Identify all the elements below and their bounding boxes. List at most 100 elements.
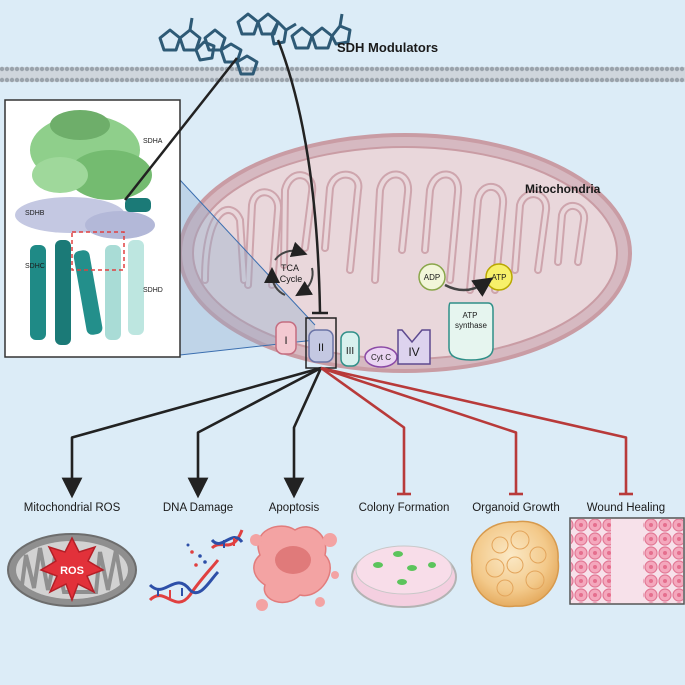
complex-iv-label: IV — [408, 345, 419, 359]
membrane-lipid-head — [579, 77, 585, 83]
membrane-lipid-head — [124, 77, 130, 83]
modulator-inhibit-complex-ii — [276, 39, 322, 313]
membrane-lipid-head — [414, 66, 420, 72]
membrane-lipid-head — [89, 66, 95, 72]
membrane-lipid-head — [629, 66, 635, 72]
membrane-lipid-head — [674, 66, 680, 72]
membrane-lipid-head — [129, 66, 135, 72]
membrane-lipid-head — [94, 77, 100, 83]
membrane-lipid-head — [669, 77, 675, 83]
membrane-lipid-head — [644, 77, 650, 83]
membrane-lipid-head — [169, 66, 175, 72]
membrane-lipid-head — [314, 66, 320, 72]
membrane-lipid-head — [659, 77, 665, 83]
membrane-lipid-head — [679, 77, 685, 83]
outcome-label-5: Organoid Growth — [472, 502, 560, 514]
membrane-lipid-head — [34, 66, 40, 72]
membrane-lipid-head — [544, 77, 550, 83]
membrane-lipid-head — [199, 77, 205, 83]
membrane-lipid-head — [659, 66, 665, 72]
membrane-lipid-head — [339, 77, 345, 83]
modulator-arrow-to-structure — [124, 57, 238, 201]
membrane-lipid-head — [319, 66, 325, 72]
membrane-lipid-head — [69, 77, 75, 83]
membrane-lipid-head — [464, 77, 470, 83]
membrane-lipid-head — [189, 66, 195, 72]
complex-iii-label: III — [346, 346, 354, 357]
complex-i-label: I — [284, 335, 287, 347]
membrane-lipid-head — [389, 66, 395, 72]
membrane-lipid-head — [154, 77, 160, 83]
colony-formation-illustration — [351, 545, 457, 608]
membrane-lipid-head — [354, 66, 360, 72]
membrane-lipid-head — [414, 77, 420, 83]
membrane-lipid-head — [669, 66, 675, 72]
membrane-lipid-head — [19, 66, 25, 72]
membrane-lipid-head — [444, 77, 450, 83]
outcome-labels: Mitochondrial ROS DNA Damage Apoptosis C… — [24, 502, 665, 514]
membrane-lipid-head — [404, 77, 410, 83]
membrane-lipid-head — [474, 77, 480, 83]
membrane-lipid-head — [629, 77, 635, 83]
membrane-lipid-head — [14, 66, 20, 72]
membrane-lipid-head — [484, 66, 490, 72]
atp-synthase-label-line-1: ATP — [462, 311, 477, 320]
membrane-lipid-head — [274, 77, 280, 83]
membrane-lipid-head — [144, 77, 150, 83]
outcome-label-3: Apoptosis — [269, 502, 320, 514]
molecule-2 — [203, 28, 259, 76]
atp-synthase-label-line-2: synthase — [455, 321, 488, 330]
membrane-lipid-head — [54, 77, 60, 83]
membrane-lipid-head — [49, 66, 55, 72]
membrane-lipid-head — [634, 66, 640, 72]
sdh-modulator-molecules — [158, 12, 352, 76]
complex-ii-label: II — [318, 342, 324, 354]
membrane-lipid-head — [624, 77, 630, 83]
membrane-lipid-head — [319, 77, 325, 83]
membrane-lipid-head — [324, 77, 330, 83]
membrane-lipid-head — [269, 66, 275, 72]
ros-label: ROS — [60, 565, 84, 577]
sdhd-label: SDHD — [143, 287, 163, 294]
membrane-lipid-head — [59, 66, 65, 72]
membrane-lipid-head — [289, 66, 295, 72]
cytochrome-c — [364, 346, 398, 368]
membrane-lipid-head — [264, 66, 270, 72]
membrane-lipid-head — [359, 77, 365, 83]
membrane-lipid-head — [29, 66, 35, 72]
membrane-lipid-head — [524, 77, 530, 83]
outcome-arrow-6 — [320, 366, 628, 493]
sdhc-subunit — [30, 198, 151, 345]
membrane-lipid-head — [114, 77, 120, 83]
membrane-lipid-head — [399, 66, 405, 72]
membrane-lipid-head — [139, 77, 145, 83]
membrane-lipid-head — [554, 66, 560, 72]
membrane-lipid-head — [194, 77, 200, 83]
membrane-lipid-head — [174, 66, 180, 72]
membrane-lipid-head — [644, 66, 650, 72]
membrane-lipid-head — [339, 66, 345, 72]
membrane-lipid-head — [484, 77, 490, 83]
organoid-growth-illustration — [470, 520, 560, 608]
membrane-lipid-head — [159, 77, 165, 83]
membrane-lipid-head — [24, 77, 30, 83]
membrane-lipid-head — [399, 77, 405, 83]
membrane-lipid-head — [499, 66, 505, 72]
membrane-lipid-head — [664, 66, 670, 72]
membrane-lipid-head — [614, 66, 620, 72]
membrane-lipid-head — [489, 66, 495, 72]
membrane-lipid-head — [209, 66, 215, 72]
membrane-lipid-head — [369, 77, 375, 83]
membrane-lipid-head — [479, 77, 485, 83]
sdhd-subunit — [105, 240, 144, 340]
membrane-lipid-head — [589, 66, 595, 72]
membrane-lipid-head — [109, 77, 115, 83]
membrane-lipid-head — [184, 66, 190, 72]
membrane-lipid-head — [474, 66, 480, 72]
membrane-lipid-head — [39, 77, 45, 83]
membrane-lipid-head — [34, 77, 40, 83]
membrane-lipid-head — [599, 66, 605, 72]
membrane-lipid-head — [529, 66, 535, 72]
membrane-lipid-head — [369, 66, 375, 72]
membrane-lipid-head — [419, 66, 425, 72]
